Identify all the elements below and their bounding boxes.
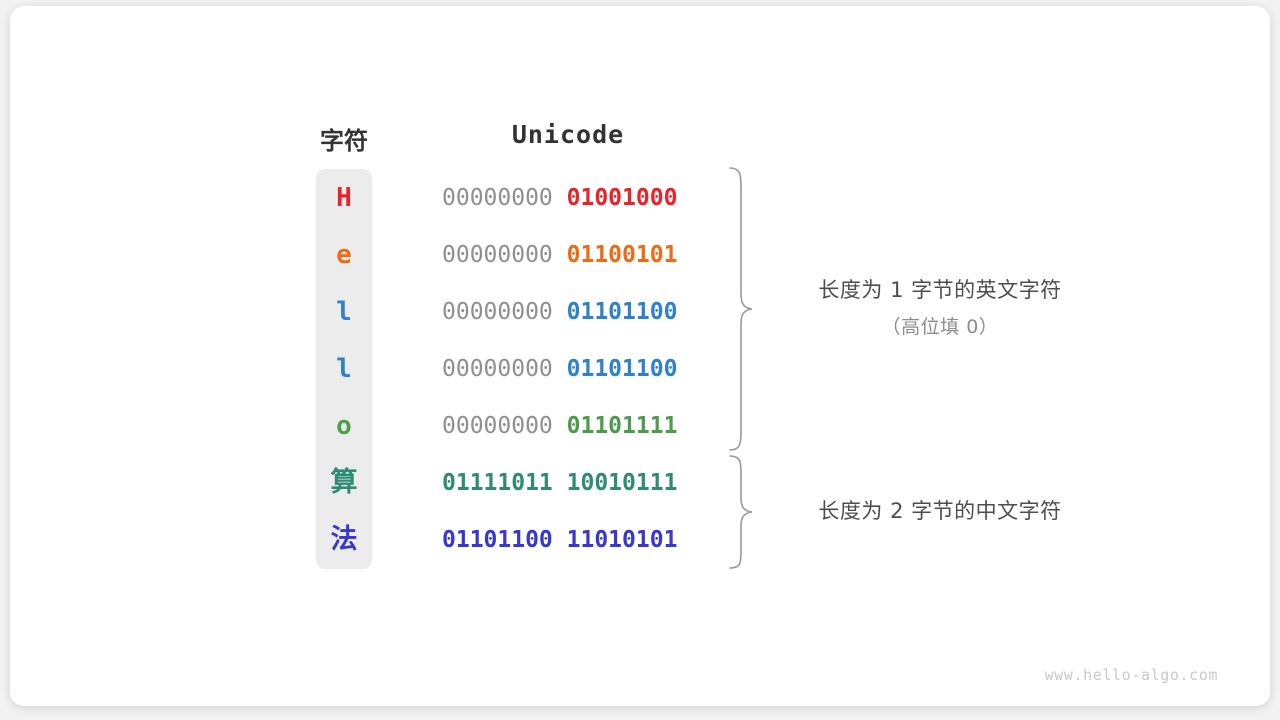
brace-english-rows — [729, 167, 753, 451]
binary-high-byte: 00000000 — [442, 356, 553, 382]
char-cell: 法 — [330, 524, 358, 555]
annotation-english-sub: （高位填 0） — [881, 316, 999, 338]
binary-high-byte: 00000000 — [442, 299, 553, 325]
char-cell: l — [336, 297, 352, 327]
binary-low-byte: 10010111 — [566, 470, 678, 496]
column-header-char: 字符 — [320, 128, 368, 155]
char-cell: o — [336, 411, 352, 441]
column-header-unicode: Unicode — [511, 120, 625, 149]
char-column-card — [316, 169, 372, 569]
char-cell: H — [336, 183, 352, 213]
binary-high-byte: 01101100 — [442, 527, 553, 553]
annotation-chinese: 长度为 2 字节的中文字符 — [778, 495, 1102, 525]
figure-canvas: 字符 Unicode H 00000000 01001000 e 00000000 0… — [10, 6, 1270, 706]
binary-low-byte: 01100101 — [566, 242, 678, 268]
char-cell: l — [336, 354, 352, 384]
binary-row: 00000000 01101111 — [442, 411, 694, 441]
char-cell: 算 — [330, 467, 358, 498]
binary-high-byte: 00000000 — [442, 242, 553, 268]
binary-row: 01101100 11010101 — [442, 525, 694, 555]
annotation-english-main: 长度为 1 字节的英文字符 — [818, 278, 1062, 302]
watermark: www.hello-algo.com — [1044, 666, 1218, 684]
binary-row: 00000000 01001000 — [442, 183, 694, 213]
annotation-chinese-main: 长度为 2 字节的中文字符 — [818, 499, 1062, 523]
binary-low-byte: 01001000 — [566, 185, 678, 211]
binary-low-byte: 11010101 — [566, 527, 678, 553]
binary-row: 00000000 01100101 — [442, 240, 694, 270]
brace-chinese-rows — [729, 455, 753, 569]
binary-high-byte: 00000000 — [442, 413, 553, 439]
annotation-english: 长度为 1 字节的英文字符 （高位填 0） — [778, 274, 1102, 339]
char-cell: e — [336, 240, 352, 270]
binary-high-byte: 01111011 — [442, 470, 553, 496]
binary-row: 00000000 01101100 — [442, 354, 694, 384]
binary-high-byte: 00000000 — [442, 185, 553, 211]
binary-low-byte: 01101100 — [566, 356, 678, 382]
binary-row: 00000000 01101100 — [442, 297, 694, 327]
binary-row: 01111011 10010111 — [442, 468, 694, 498]
binary-low-byte: 01101111 — [566, 413, 678, 439]
binary-low-byte: 01101100 — [566, 299, 678, 325]
